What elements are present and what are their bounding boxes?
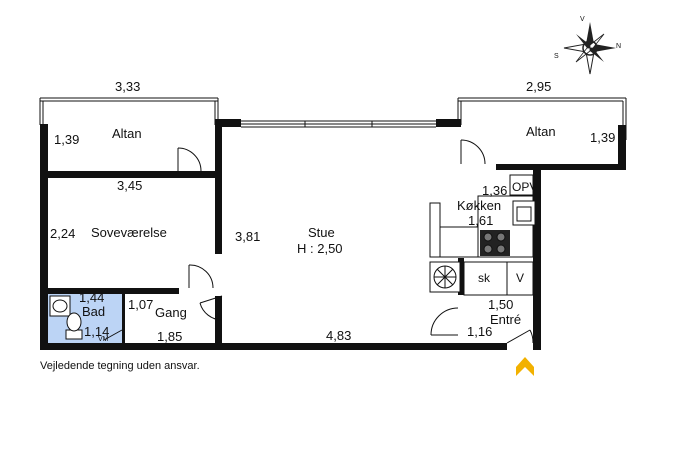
altan-left-width: 3,33 [115,79,140,94]
entre-dim-b: 1,16 [467,324,492,339]
altan-right-width: 2,95 [526,79,551,94]
sovevaerelse-name: Soveværelse [91,225,167,240]
fan-icon [429,261,461,293]
kitchen-counter [429,174,534,258]
balcony-right-railing [457,97,627,140]
altan-left-depth: 1,39 [54,132,79,147]
stue-width: 4,83 [326,328,351,343]
koekken-dim-a: 1,36 [482,183,507,198]
gang-name: Gang [155,305,187,320]
opv-label: OPV [512,180,537,194]
altan-left-name: Altan [112,126,142,141]
stue-height: H : 2,50 [297,241,343,256]
disclaimer-text: Vejledende tegning uden ansvar. [40,360,200,372]
stue-window [241,120,436,128]
bad-dim-a: 1,44 [79,290,104,305]
compass-n-label: N [616,43,621,50]
sk-label: sk [478,271,491,285]
gang-dim-b: 1,85 [157,329,182,344]
sovevaerelse-width: 3,45 [117,178,142,193]
entre-dim-a: 1,50 [488,297,513,312]
stove-icon [480,230,510,256]
entre-name: Entré [490,312,521,327]
bath-fixture-label: VM [98,336,109,343]
bad-name: Bad [82,304,105,319]
walls [40,119,626,350]
koekken-name: Køkken [457,198,501,213]
stue-name: Stue [308,225,335,240]
v-label: V [516,271,524,285]
altan-right-name: Altan [526,124,556,139]
compass-s-label: S [554,53,559,60]
closet-cabinets [463,261,534,296]
sink-icon [49,295,71,317]
bad-dim-b: 1,14 [84,324,109,339]
koekken-dim-b: 1,61 [468,213,493,228]
stue-depth: 3,81 [235,229,260,244]
balcony-left-railing [39,97,219,125]
compass-icon: V N S [554,16,621,75]
compass-v-label: V [580,16,585,23]
toilet-icon [65,312,83,340]
kitchen-sink-icon [512,200,536,226]
sovevaerelse-depth: 2,24 [50,226,75,241]
doors [103,139,534,344]
entry-arrow-icon [516,357,534,376]
gang-dim-a: 1,07 [128,297,153,312]
altan-right-depth: 1,39 [590,130,615,145]
